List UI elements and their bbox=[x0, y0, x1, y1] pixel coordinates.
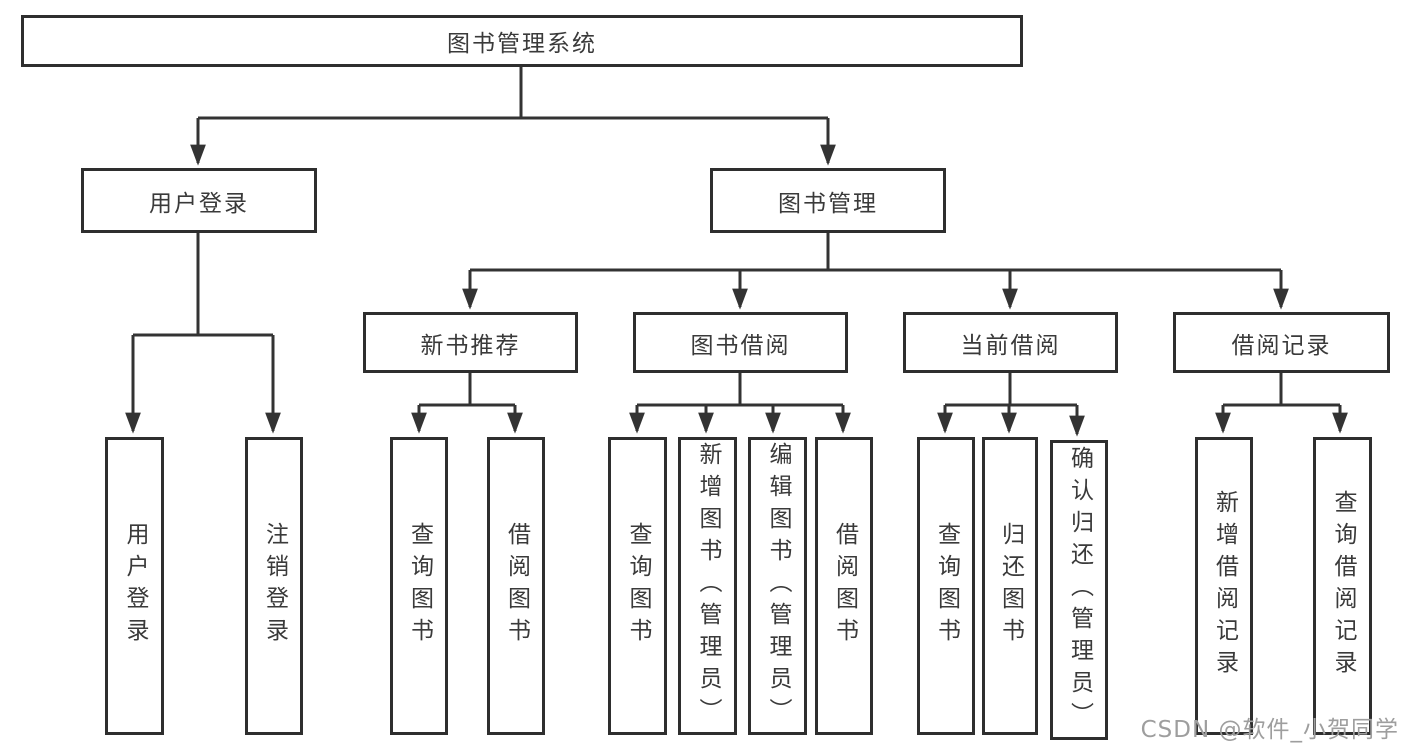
node-borrowing-records: 借阅记录 bbox=[1173, 312, 1390, 373]
leaf-query-books-recommend: 查询图书 bbox=[390, 437, 448, 735]
leaf-query-borrow-record: 查询借阅记录 bbox=[1313, 437, 1372, 735]
node-system-root: 图书管理系统 bbox=[21, 15, 1023, 67]
leaf-label: 查询图书 bbox=[933, 522, 960, 650]
node-label: 图书管理 bbox=[778, 190, 878, 217]
leaf-label: 确认归还（管理员） bbox=[1066, 446, 1093, 734]
leaf-label: 归还图书 bbox=[997, 522, 1024, 650]
watermark: CSDN @软件_小贺同学 bbox=[1140, 717, 1399, 743]
node-label: 用户登录 bbox=[149, 190, 249, 217]
leaf-query-books-current: 查询图书 bbox=[917, 437, 975, 735]
leaf-confirm-return-admin: 确认归还（管理员） bbox=[1050, 440, 1108, 740]
leaf-label: 借阅图书 bbox=[831, 522, 858, 650]
node-label: 图书管理系统 bbox=[447, 31, 597, 57]
leaf-add-borrow-record: 新增借阅记录 bbox=[1195, 437, 1253, 735]
leaf-borrow-books-recommend: 借阅图书 bbox=[487, 437, 545, 735]
leaf-label: 查询图书 bbox=[406, 522, 433, 650]
leaf-query-books-borrow: 查询图书 bbox=[608, 437, 667, 735]
node-label: 新书推荐 bbox=[420, 332, 521, 359]
node-book-management: 图书管理 bbox=[710, 168, 946, 233]
leaf-label: 新增借阅记录 bbox=[1211, 490, 1238, 682]
node-current-borrowing: 当前借阅 bbox=[903, 312, 1118, 373]
leaf-label: 借阅图书 bbox=[503, 522, 530, 650]
leaf-label: 编辑图书（管理员） bbox=[765, 442, 791, 730]
leaf-edit-book-admin: 编辑图书（管理员） bbox=[748, 437, 807, 735]
node-label: 当前借阅 bbox=[960, 332, 1061, 359]
node-label: 图书借阅 bbox=[690, 332, 791, 359]
leaf-borrow-books: 借阅图书 bbox=[815, 437, 873, 735]
node-user-login: 用户登录 bbox=[81, 168, 317, 233]
node-new-book-recommendation: 新书推荐 bbox=[363, 312, 578, 373]
leaf-label: 查询借阅记录 bbox=[1330, 490, 1356, 682]
node-book-borrowing: 图书借阅 bbox=[633, 312, 848, 373]
leaf-label: 注销登录 bbox=[261, 522, 288, 650]
leaf-add-book-admin: 新增图书（管理员） bbox=[678, 437, 737, 735]
leaf-label: 查询图书 bbox=[625, 522, 651, 650]
leaf-logout: 注销登录 bbox=[245, 437, 303, 735]
leaf-return-books: 归还图书 bbox=[982, 437, 1038, 735]
leaf-user-login: 用户登录 bbox=[105, 437, 164, 735]
leaf-label: 用户登录 bbox=[122, 522, 148, 650]
leaf-label: 新增图书（管理员） bbox=[695, 442, 721, 730]
node-label: 借阅记录 bbox=[1231, 332, 1332, 359]
